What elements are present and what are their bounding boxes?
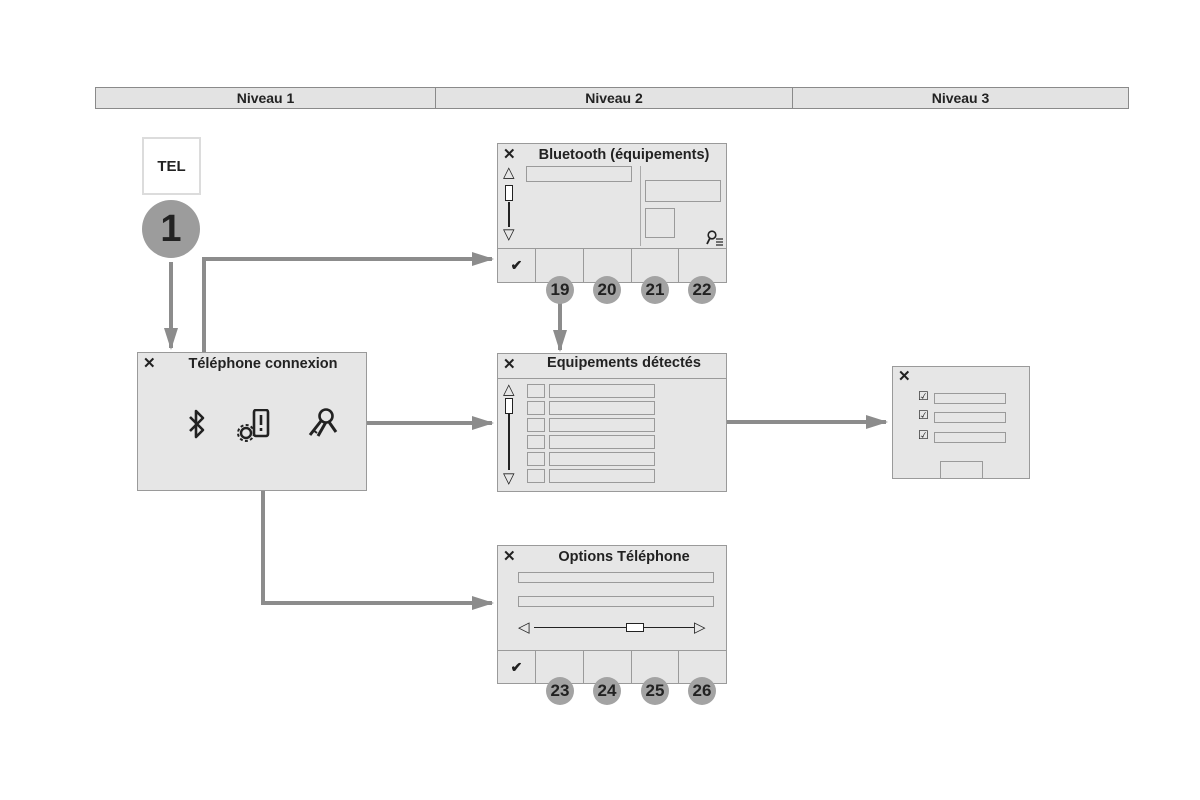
device-checkbox[interactable] (527, 435, 545, 449)
callout-23: 23 (546, 677, 574, 705)
tel-button[interactable]: TEL (142, 137, 201, 195)
scroll-up-icon[interactable]: △ (503, 164, 515, 181)
scroll-down-icon[interactable]: ▽ (503, 470, 515, 487)
device-checkbox[interactable] (527, 401, 545, 415)
device-row[interactable] (549, 401, 655, 415)
equipements-detectes-panel: ✕ Equipements détectés △ ▽ (497, 353, 727, 492)
search-list-icon[interactable] (706, 230, 724, 246)
close-icon[interactable]: ✕ (898, 368, 911, 385)
bluetooth-equipements-panel: ✕ Bluetooth (équipements) △ ▽ ✔ (497, 143, 727, 283)
slider-right-icon[interactable]: ▷ (694, 619, 706, 636)
function-button-23[interactable] (536, 651, 584, 683)
function-button-20[interactable] (584, 249, 632, 282)
scroll-track (508, 414, 510, 470)
scroll-thumb[interactable] (505, 398, 513, 414)
scroll-track (508, 202, 510, 227)
option-field[interactable] (518, 572, 714, 583)
device-row[interactable] (549, 418, 655, 432)
preview-box (645, 208, 675, 238)
function-button-24[interactable] (584, 651, 632, 683)
callout-24: 24 (593, 677, 621, 705)
level-1-label: Niveau 1 (96, 88, 436, 108)
checkbox-icon[interactable]: ☑ (918, 389, 929, 403)
confirm-button[interactable] (940, 461, 983, 479)
phone-settings-icon[interactable] (236, 409, 276, 443)
device-checkbox[interactable] (527, 452, 545, 466)
close-icon[interactable]: ✕ (503, 548, 516, 565)
panel-title: Bluetooth (équipements) (538, 147, 710, 163)
bluetooth-icon[interactable] (186, 409, 208, 439)
options-button-bar: ✔ (498, 650, 726, 683)
close-icon[interactable]: ✕ (503, 146, 516, 163)
callout-19: 19 (546, 276, 574, 304)
panel-title: Téléphone connexion (188, 356, 338, 372)
level-3-label: Niveau 3 (931, 90, 990, 106)
confirm-button[interactable]: ✔ (498, 651, 536, 683)
scroll-thumb[interactable] (505, 185, 513, 201)
telephone-connexion-panel: ✕ Téléphone connexion (137, 352, 367, 491)
list-entry-field[interactable] (526, 166, 632, 182)
slider-track[interactable] (534, 627, 694, 628)
device-checkbox[interactable] (527, 469, 545, 483)
option-row[interactable] (934, 393, 1006, 404)
device-checkbox[interactable] (527, 384, 545, 398)
function-button-19[interactable] (536, 249, 584, 282)
callout-20: 20 (593, 276, 621, 304)
keys-icon[interactable] (306, 407, 340, 439)
level3-panel: ✕ ☑ ☑ ☑ (892, 366, 1030, 479)
slider-thumb[interactable] (626, 623, 644, 632)
info-field (645, 180, 721, 202)
callout-21: 21 (641, 276, 669, 304)
option-row[interactable] (934, 412, 1006, 423)
option-row[interactable] (934, 432, 1006, 443)
confirm-button[interactable]: ✔ (498, 249, 536, 282)
level-header: Niveau 1 Niveau 2 Niveau 3 (95, 87, 1129, 109)
callout-26: 26 (688, 677, 716, 705)
checkbox-icon[interactable]: ☑ (918, 408, 929, 422)
checkbox-icon[interactable]: ☑ (918, 428, 929, 442)
options-telephone-panel: ✕ Options Téléphone ◁ ▷ ✔ (497, 545, 727, 684)
arrow-settings-to-options (261, 450, 494, 610)
scroll-up-icon[interactable]: △ (503, 381, 515, 398)
option-field[interactable] (518, 596, 714, 607)
device-row[interactable] (549, 452, 655, 466)
device-row[interactable] (549, 469, 655, 483)
device-checkbox[interactable] (527, 418, 545, 432)
separator (640, 166, 641, 246)
panel-title: Options Téléphone (558, 549, 690, 565)
bluetooth-button-bar: ✔ (498, 248, 726, 282)
slider-left-icon[interactable]: ◁ (518, 619, 530, 636)
close-icon[interactable]: ✕ (143, 355, 156, 372)
title-divider (498, 378, 726, 379)
device-row[interactable] (549, 435, 655, 449)
level-2-label: Niveau 2 (436, 88, 793, 108)
function-button-21[interactable] (632, 249, 679, 282)
device-row[interactable] (549, 384, 655, 398)
callout-22: 22 (688, 276, 716, 304)
panel-title: Equipements détectés (547, 355, 701, 371)
callout-25: 25 (641, 677, 669, 705)
close-icon[interactable]: ✕ (503, 356, 516, 373)
function-button-25[interactable] (632, 651, 679, 683)
scroll-down-icon[interactable]: ▽ (503, 226, 515, 243)
step-1-badge: 1 (142, 200, 200, 258)
